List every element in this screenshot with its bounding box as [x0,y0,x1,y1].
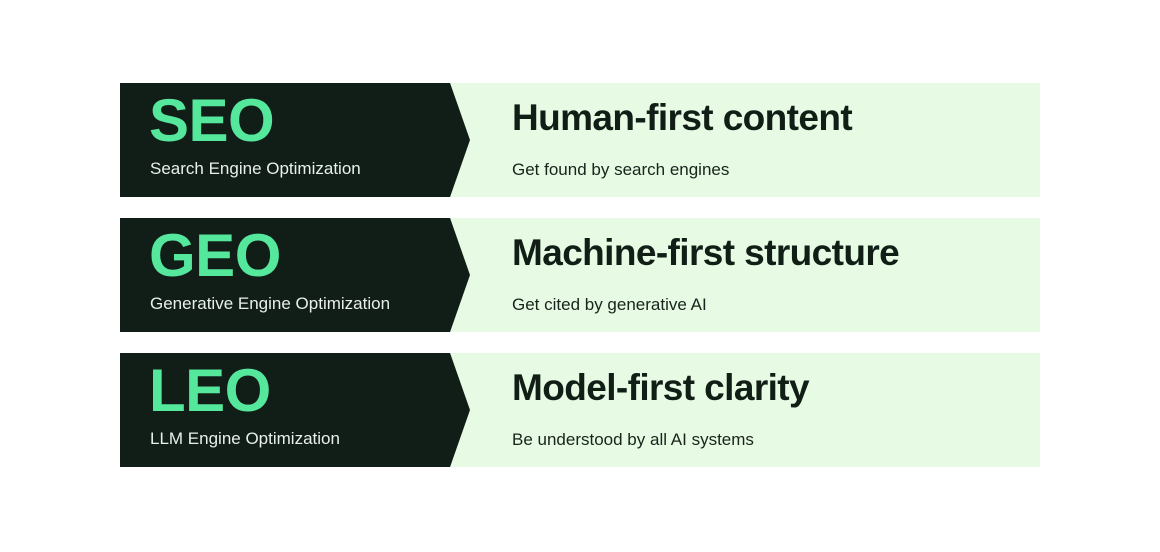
acronym-label: GEO [149,222,281,289]
row-headline: Machine-first structure [512,232,900,273]
acronym-arrow-panel: LEO LLM Engine Optimization [120,353,470,467]
row-headline: Human-first content [512,97,853,138]
acronym-expansion-label: LLM Engine Optimization [150,429,340,448]
acronym-label: LEO [149,357,271,424]
acronym-arrow-panel: GEO Generative Engine Optimization [120,218,470,332]
row-subline: Get cited by generative AI [512,295,707,314]
acronym-expansion-label: Generative Engine Optimization [150,294,391,313]
comparison-row-leo: LEO LLM Engine Optimization Model-first … [120,353,1040,467]
row-headline: Model-first clarity [512,367,810,408]
row-subline: Be understood by all AI systems [512,430,754,449]
row-subline: Get found by search engines [512,160,730,179]
optimization-comparison-stack: SEO Search Engine Optimization Human-fir… [120,83,1040,467]
comparison-row-seo: SEO Search Engine Optimization Human-fir… [120,83,1040,197]
acronym-expansion-label: Search Engine Optimization [150,159,361,178]
comparison-row-geo: GEO Generative Engine Optimization Machi… [120,218,1040,332]
acronym-arrow-panel: SEO Search Engine Optimization [120,83,470,197]
acronym-label: SEO [149,87,275,154]
